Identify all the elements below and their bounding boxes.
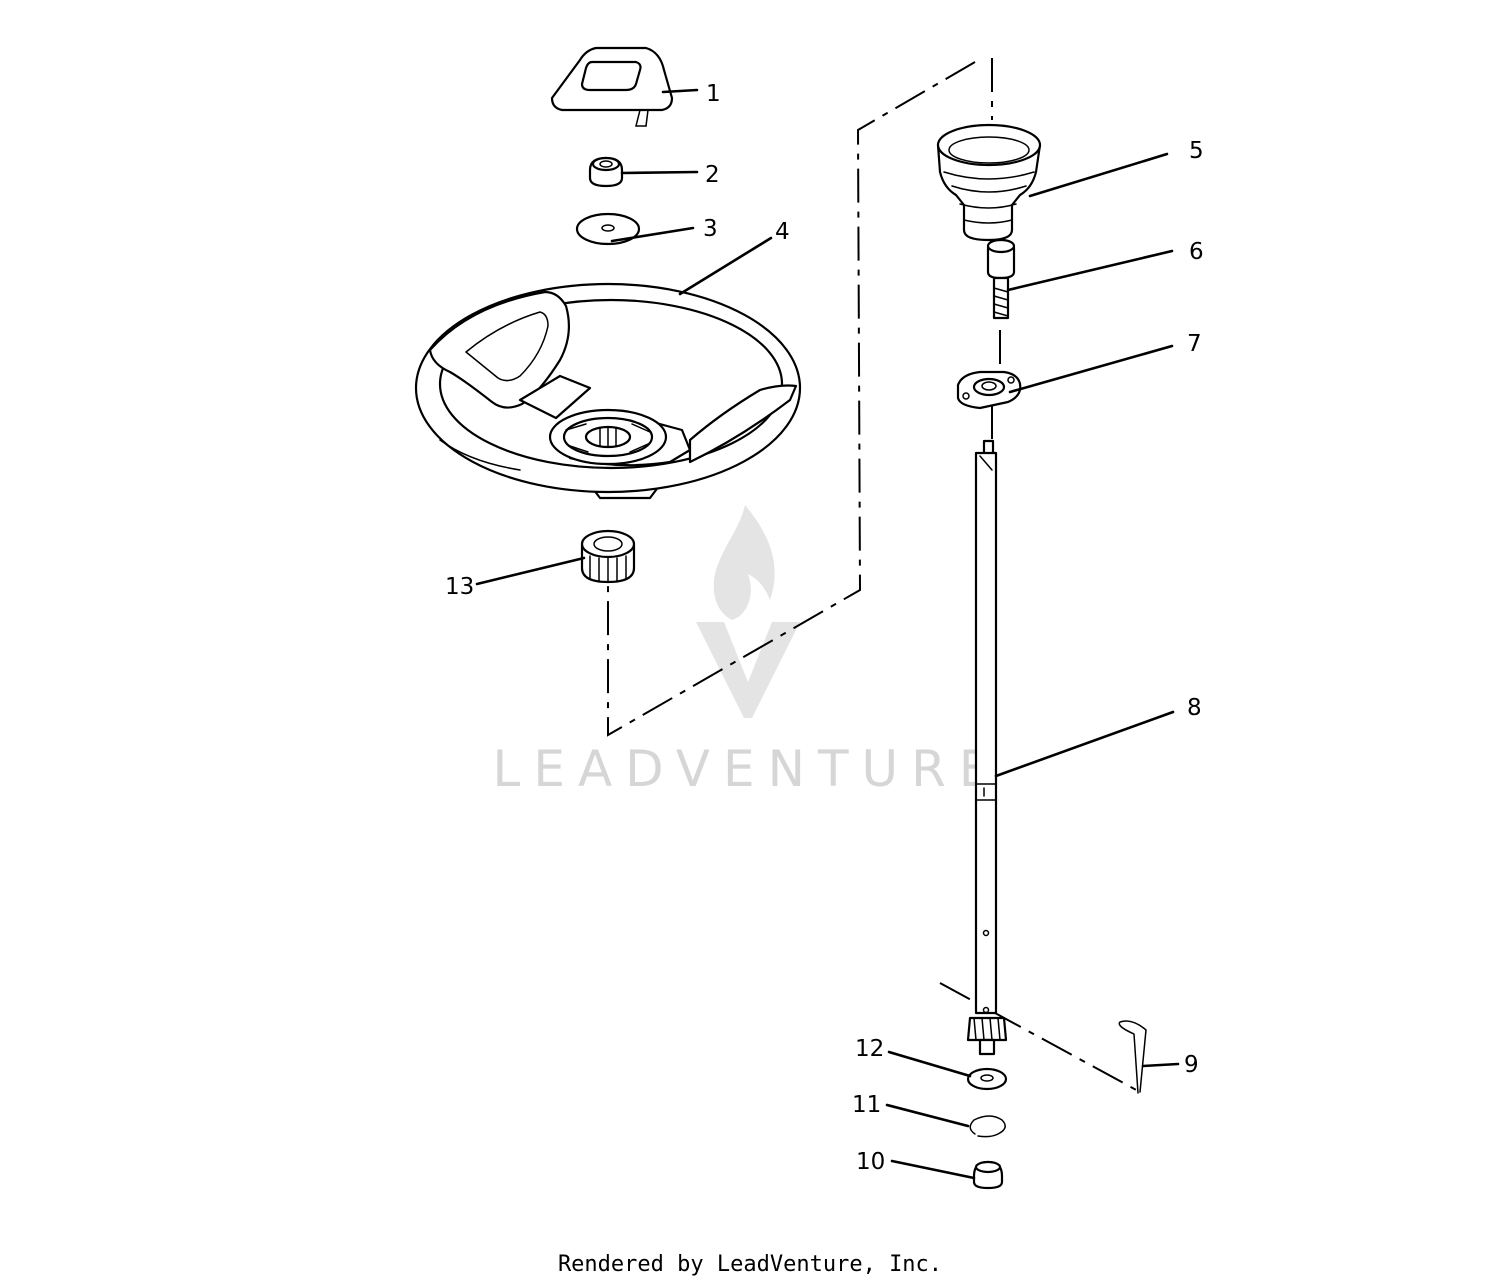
callout-5: 5 (1189, 138, 1204, 164)
callout-6: 6 (1189, 239, 1204, 265)
part-8-steering-shaft (966, 439, 1008, 1056)
part-10-end-cap (972, 1160, 1004, 1190)
part-1-horn-cap (550, 46, 674, 127)
part-5-steering-boot (936, 123, 1042, 242)
callout-13: 13 (445, 574, 474, 600)
part-3-washer (575, 212, 641, 246)
callout-11: 11 (852, 1092, 881, 1118)
centerlines (607, 58, 1141, 1093)
watermark: LEADVENTURE (493, 505, 1004, 798)
callout-10: 10 (856, 1149, 885, 1175)
callout-numbers: 1 2 3 4 5 6 7 8 9 10 11 12 13 (445, 81, 1204, 1175)
part-7-bushing-plate (956, 370, 1022, 410)
watermark-text: LEADVENTURE (493, 740, 1004, 798)
leadventure-logo-icon (696, 622, 800, 718)
callout-8: 8 (1187, 695, 1202, 721)
part-9-hairpin-clip (1118, 1020, 1147, 1094)
part-11-retaining-ring (969, 1115, 1006, 1138)
callout-4: 4 (775, 219, 790, 245)
footer-credit: Rendered by LeadVenture, Inc. (557, 1252, 943, 1277)
flame-icon (713, 505, 775, 620)
callout-3: 3 (703, 216, 718, 242)
part-2-nut (588, 156, 624, 188)
callout-9: 9 (1184, 1052, 1199, 1078)
leader-lines (475, 88, 1180, 1180)
callout-2: 2 (705, 162, 720, 188)
callout-12: 12 (855, 1036, 884, 1062)
part-12-washer (966, 1067, 1008, 1091)
callout-1: 1 (706, 81, 721, 107)
part-6-bolt (986, 238, 1016, 320)
callout-7: 7 (1187, 331, 1202, 357)
part-4-steering-wheel (414, 282, 802, 500)
part-13-hub-adapter (580, 529, 636, 584)
